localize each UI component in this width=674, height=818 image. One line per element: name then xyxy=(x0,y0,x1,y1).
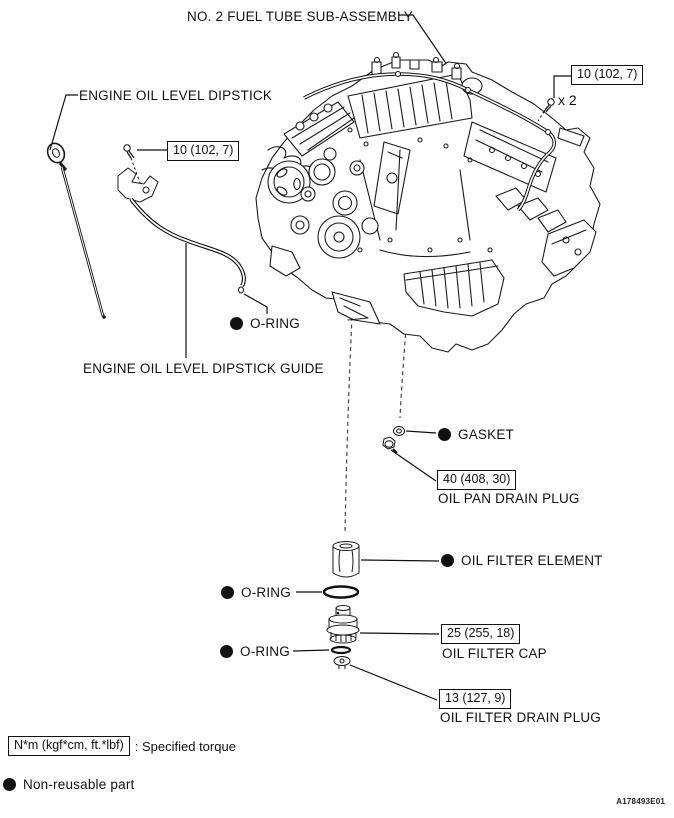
non-reusable-dot xyxy=(230,317,243,330)
dipstick-guide-bolt-icon xyxy=(123,144,144,192)
oil-filter-drain-plug-icon xyxy=(333,656,351,669)
gasket-text: GASKET xyxy=(458,427,514,442)
oil-filter-element-text: OIL FILTER ELEMENT xyxy=(461,553,603,568)
non-reusable-dot xyxy=(221,586,234,599)
non-reusable-dot xyxy=(3,778,16,791)
non-reusable-dot xyxy=(441,554,454,567)
torque-unit-box: N*m (kgf*cm, ft.*lbf) xyxy=(8,736,130,756)
non-reusable-text: Non-reusable part xyxy=(23,777,135,792)
oil-filter-cap-torque-box: 25 (255, 18) xyxy=(441,624,521,644)
cap-o-ring-text: O-RING xyxy=(240,644,290,659)
cap-o-ring-label: O-RING xyxy=(220,644,290,659)
dipstick-guide-torque-box: 10 (102, 7) xyxy=(167,141,240,161)
dipstick-guide-illustration xyxy=(117,167,246,294)
fuel-tube-bolt-quantity: x 2 xyxy=(558,92,577,108)
cap-o-ring-icon xyxy=(330,645,352,655)
torque-legend: N*m (kgf*cm, ft.*lbf) : Specified torque xyxy=(8,736,236,756)
oil-filter-drain-plug-torque-box: 13 (127, 9) xyxy=(439,689,512,709)
guide-o-ring-text: O-RING xyxy=(250,316,300,331)
oil-filter-element-icon xyxy=(332,541,360,578)
fuel-tube-label: NO. 2 FUEL TUBE SUB-ASSEMBLY xyxy=(187,9,413,24)
oil-pan-drain-plug-torque-box: 40 (408, 30) xyxy=(437,470,517,490)
oil-filter-drain-plug-label: OIL FILTER DRAIN PLUG xyxy=(440,710,601,725)
oil-pan-drain-plug-label: OIL PAN DRAIN PLUG xyxy=(438,491,580,506)
gasket-label: GASKET xyxy=(438,427,514,442)
non-reusable-dot xyxy=(220,645,233,658)
engine-illustration xyxy=(255,51,601,353)
oil-pan-drain-plug-icon xyxy=(382,426,405,454)
filter-o-ring-label: O-RING xyxy=(221,585,291,600)
non-reusable-legend: Non-reusable part xyxy=(3,777,134,792)
filter-o-ring-icon xyxy=(322,585,360,599)
oil-filter-cap-icon xyxy=(326,605,360,644)
filter-o-ring-text: O-RING xyxy=(241,585,291,600)
fuel-tube-bolt-icon xyxy=(537,98,555,122)
oil-filter-cap-label: OIL FILTER CAP xyxy=(442,646,547,661)
non-reusable-dot xyxy=(438,428,451,441)
fuel-tube-illustration xyxy=(303,71,557,212)
oil-filter-element-label: OIL FILTER ELEMENT xyxy=(441,553,603,568)
fuel-tube-torque-box: 10 (102, 7) xyxy=(571,65,644,85)
leader-lines xyxy=(49,14,571,701)
torque-legend-text: : Specified torque xyxy=(134,738,236,754)
dipstick-guide-label: ENGINE OIL LEVEL DIPSTICK GUIDE xyxy=(83,361,324,376)
guide-o-ring-label: O-RING xyxy=(230,316,300,331)
dipstick-illustration xyxy=(46,142,106,319)
dipstick-label: ENGINE OIL LEVEL DIPSTICK xyxy=(79,88,273,103)
figure-code: A178493E01 xyxy=(616,797,665,806)
